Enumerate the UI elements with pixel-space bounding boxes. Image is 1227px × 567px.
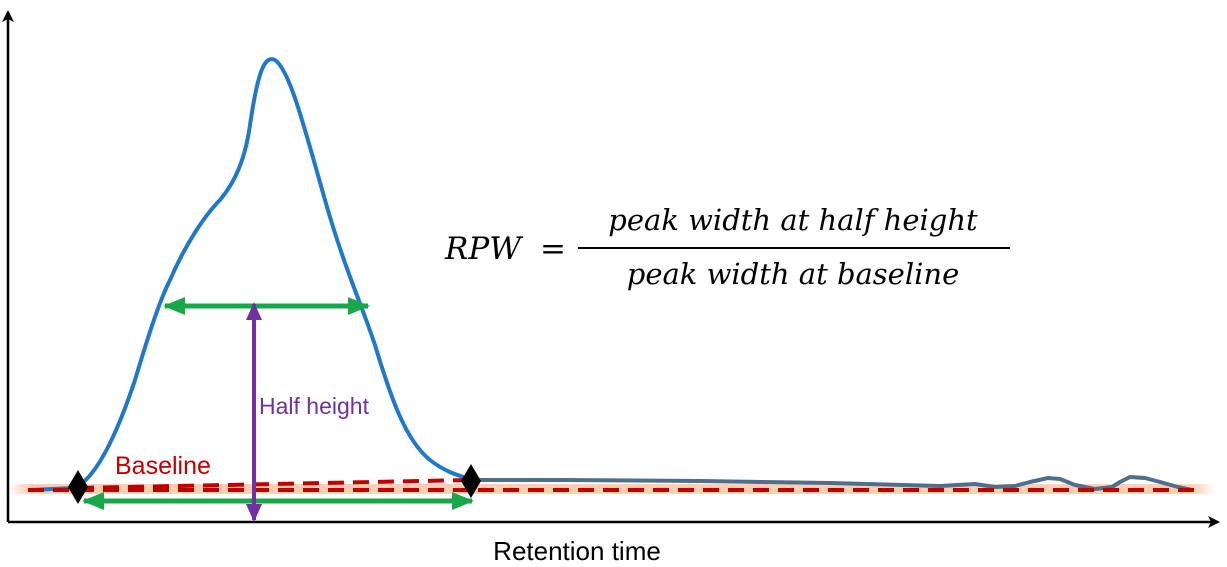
chromatogram-peak: [29, 57, 471, 492]
chromatogram-tail: [470, 475, 1193, 492]
rpw-formula: RPW = peak width at half height peak wid…: [444, 203, 1010, 291]
formula-lhs: RPW: [444, 231, 523, 267]
formula-numerator: peak width at half height: [608, 203, 978, 237]
half-height-label: Half height: [259, 393, 370, 419]
peak-end-marker: [461, 464, 481, 498]
formula-denominator: peak width at baseline: [627, 257, 959, 291]
peak-start-marker: [68, 470, 88, 504]
baseline-segment: [77, 478, 471, 490]
x-axis-label: Retention time: [493, 536, 661, 566]
baseline-label: Baseline: [115, 452, 211, 480]
formula-equals: =: [540, 231, 566, 267]
